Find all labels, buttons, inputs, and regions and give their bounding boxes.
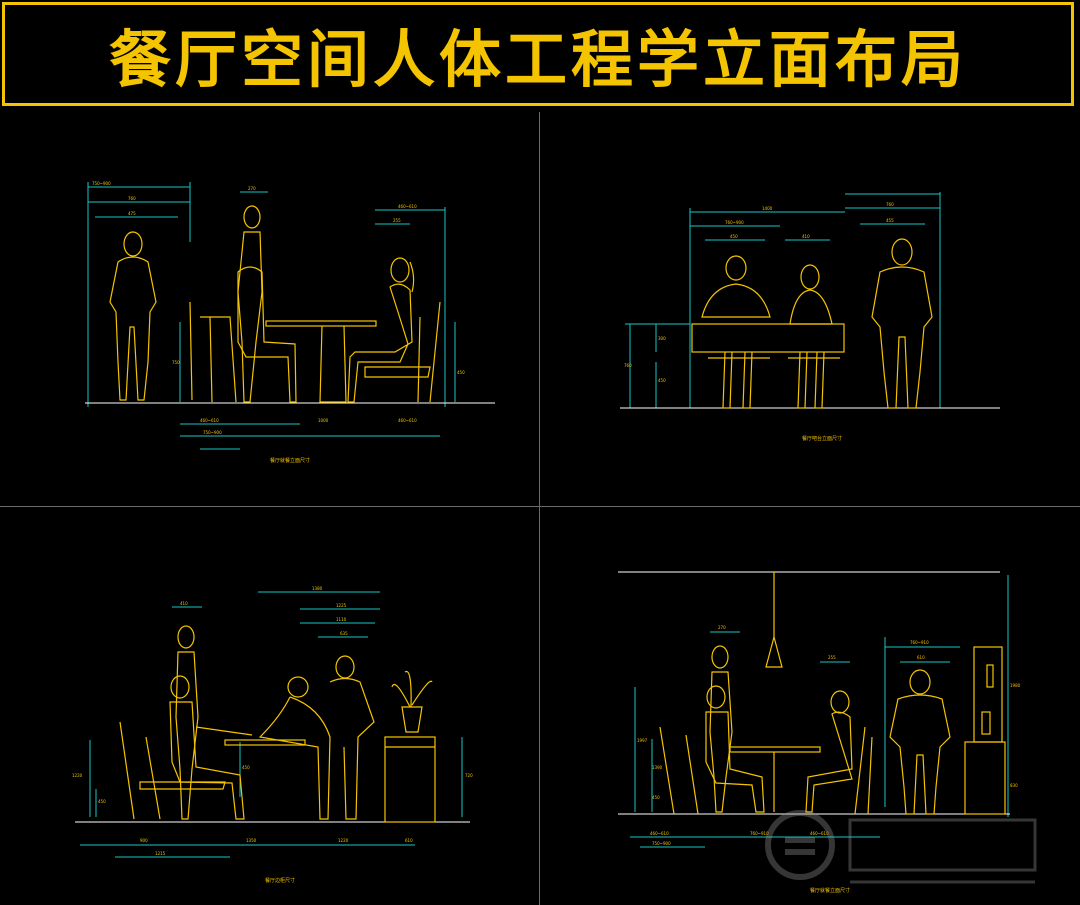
panel-bottom-left: 410 1380 1225 1110 635 900 1350 1220 610…: [72, 586, 473, 884]
dim-label: 460~610: [398, 418, 417, 423]
dim-label: 1380: [312, 586, 323, 591]
dim-label: 760~910: [750, 831, 769, 836]
dim-label: 270: [248, 186, 256, 191]
divider-horizontal: [0, 506, 1080, 507]
dim-label: 760~910: [910, 640, 929, 645]
dim-label: 610: [405, 838, 413, 843]
dim-label: 255: [828, 655, 836, 660]
dim-label: 750~900: [92, 181, 111, 186]
dim-label: 1225: [336, 603, 347, 608]
dim-label: 830: [1010, 783, 1018, 788]
dim-label: 460~610: [200, 418, 219, 423]
dim-label: 450: [242, 765, 250, 770]
dim-label: 750~900: [203, 430, 222, 435]
dim-label: 635: [340, 631, 348, 636]
dim-label: 1400: [762, 206, 773, 211]
dim-label: 720: [465, 773, 473, 778]
dim-label: 1110: [336, 617, 347, 622]
panel-caption: 餐厅就餐立面尺寸: [270, 457, 310, 464]
dim-label: 460~610: [650, 831, 669, 836]
dim-label: 450: [457, 370, 465, 375]
dim-label: 300: [658, 336, 666, 341]
dim-label: 450: [652, 795, 660, 800]
dim-label: 410: [802, 234, 810, 239]
dim-label: 460~610: [398, 204, 417, 209]
dim-label: 475: [128, 211, 136, 216]
dim-label: 450: [658, 378, 666, 383]
dim-label: 460~610: [810, 831, 829, 836]
dim-label: 750~900: [652, 841, 671, 846]
panel-caption: 餐厅就餐立面尺寸: [810, 887, 850, 894]
dim-label: 1215: [155, 851, 166, 856]
dim-label: 1997: [637, 738, 648, 743]
panel-caption: 餐厅吧台立面尺寸: [802, 435, 842, 442]
dim-label: 750: [172, 360, 180, 365]
dim-label: 1000: [318, 418, 329, 423]
dim-label: 1220: [72, 773, 83, 778]
dim-label: 760~900: [725, 220, 744, 225]
dim-label: 900: [140, 838, 148, 843]
banner-title: 餐厅空间人体工程学立面布局: [108, 23, 967, 96]
dim-label: 270: [718, 625, 726, 630]
dim-label: 760: [886, 202, 894, 207]
dim-label: 1350: [246, 838, 257, 843]
panel-caption: 餐厅边柜尺寸: [265, 877, 295, 884]
dim-label: 455: [886, 218, 894, 223]
dim-label: 255: [393, 218, 401, 223]
dim-label: 410: [180, 601, 188, 606]
panel-top-right: 1400 760~900 450 410 760 455 300 760 450…: [620, 192, 1000, 442]
dim-label: 450: [98, 799, 106, 804]
watermark-logo: [765, 810, 1037, 884]
divider-vertical: [539, 112, 540, 905]
dim-label: 760: [624, 363, 632, 368]
dim-label: 1390: [652, 765, 663, 770]
dim-label: 1220: [338, 838, 349, 843]
panel-top-left: 750~900 760 475 270 460~610 255 460~610 …: [85, 181, 495, 464]
dim-label: 610: [917, 655, 925, 660]
title-banner: 餐厅空间人体工程学立面布局: [2, 2, 1074, 106]
dim-label: 1980: [1010, 683, 1021, 688]
dim-label: 450: [730, 234, 738, 239]
dim-label: 760: [128, 196, 136, 201]
panel-bottom-right: 270 255 760~910 610 460~610 760~910 460~…: [618, 571, 1021, 894]
